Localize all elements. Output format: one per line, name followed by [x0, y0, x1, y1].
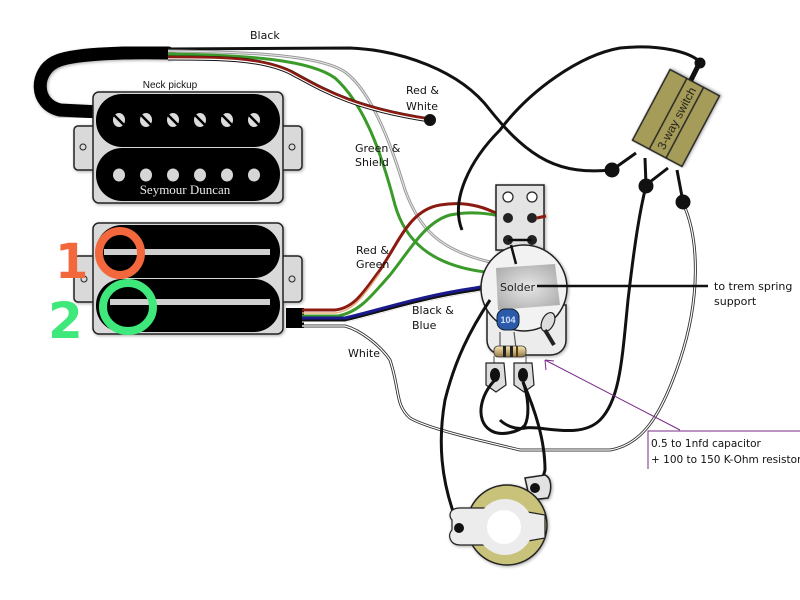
- red-white-terminal: [424, 114, 436, 126]
- component-note: 0.5 to 1nfd capacitor + 100 to 150 K-Ohm…: [544, 359, 800, 469]
- bridge-blade-bottom: [110, 299, 270, 305]
- bridge-blade-top: [104, 249, 270, 255]
- label-green-shield-2: Shield: [355, 156, 389, 169]
- wire-green-neck: [167, 52, 486, 274]
- pole-screw: [140, 113, 152, 127]
- coil-1-number: 1: [55, 234, 88, 290]
- jack-lug-tip: [530, 483, 540, 493]
- neck-coil-bottom: [96, 148, 280, 201]
- label-black: Black: [250, 29, 280, 42]
- pole-screw: [167, 113, 179, 127]
- pole-slug: [140, 168, 152, 182]
- label-white: White: [348, 347, 380, 360]
- wire-black-blue-bridge: [302, 284, 493, 323]
- capacitor-value: 104: [500, 315, 515, 325]
- label-red-green-2: Green: [356, 258, 389, 271]
- coil-annotations: 1 2: [48, 227, 157, 350]
- bridge-wires: [286, 202, 697, 452]
- jack-wires: [439, 299, 547, 526]
- pole-slug: [167, 168, 179, 182]
- coil-2-number: 2: [48, 292, 83, 350]
- label-black-blue-1: Black &: [412, 304, 454, 317]
- label-green-shield-1: Green &: [355, 142, 401, 155]
- jack-lug-sleeve: [454, 523, 464, 533]
- three-way-switch: 3-way switch: [631, 68, 721, 168]
- label-red-white-2: White: [406, 100, 438, 113]
- neck-coil-top: [96, 94, 280, 147]
- wire-green-bridge: [302, 211, 506, 318]
- label-red-green-1: Red &: [356, 244, 389, 257]
- pot-jumper-wire: [509, 244, 518, 265]
- pole-slug: [113, 168, 125, 182]
- pole-slug: [194, 168, 206, 182]
- brand-label: Seymour Duncan: [140, 182, 231, 197]
- pole-screw: [248, 113, 260, 127]
- note-line-2: + 100 to 150 K-Ohm resistor: [651, 454, 800, 466]
- switch-lug-bottom-2: [675, 194, 691, 210]
- wire-red-bridge: [302, 202, 501, 312]
- label-red-white-1: Red &: [406, 84, 439, 97]
- capacitor: 104: [496, 308, 520, 349]
- neck-pole-screws: [113, 113, 260, 182]
- wire-black-neck: [167, 46, 613, 173]
- label-black-blue-2: Blue: [412, 319, 437, 332]
- solder-label: Solder: [500, 281, 536, 294]
- pole-screw: [221, 113, 233, 127]
- output-jack: [449, 474, 552, 566]
- label-trem-1: to trem spring: [714, 280, 792, 293]
- coil-2-circle: [99, 279, 157, 335]
- pole-screw: [113, 113, 125, 127]
- neck-wires: [167, 46, 613, 274]
- pole-screw: [194, 113, 206, 127]
- switch-lug-top: [694, 57, 706, 69]
- note-line-1: 0.5 to 1nfd capacitor: [651, 438, 761, 450]
- coil-1-circle: [95, 227, 145, 279]
- push-pull-switch-block: [495, 184, 547, 251]
- pot-body: [480, 244, 568, 356]
- neck-pickup-cable: [33, 46, 175, 119]
- bridge-coil-bottom: [96, 279, 280, 332]
- label-trem-2: support: [714, 295, 757, 308]
- neck-pickup-label: Neck pickup: [143, 80, 198, 91]
- pole-slug: [221, 168, 233, 182]
- pole-slug: [248, 168, 260, 182]
